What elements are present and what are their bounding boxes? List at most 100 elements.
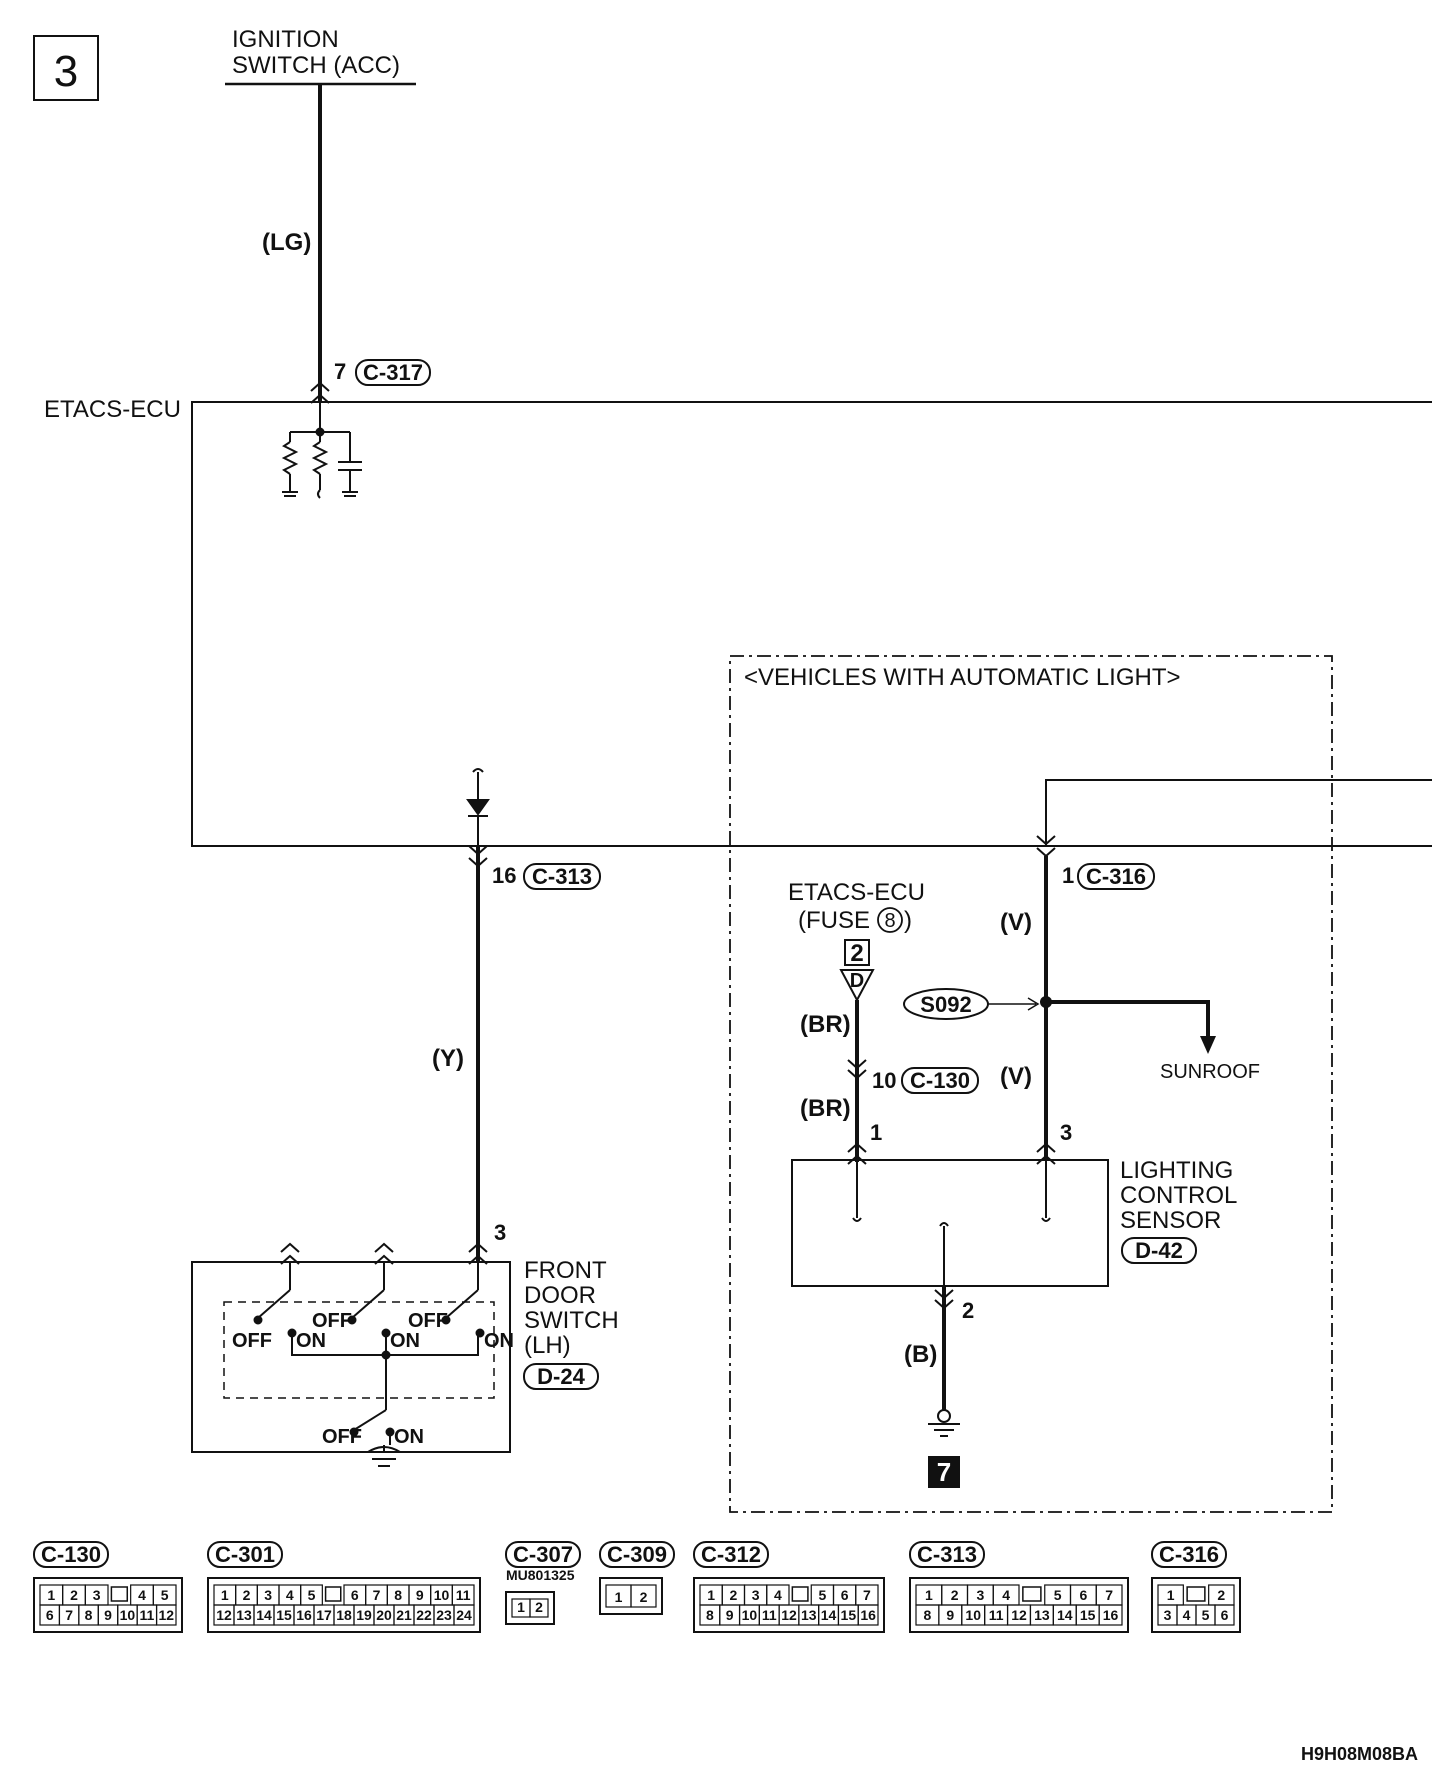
connector-view-label: C-130 bbox=[41, 1542, 101, 1567]
fuse-num: 8 bbox=[884, 910, 895, 932]
connector-pin: 2 bbox=[243, 1587, 251, 1603]
connector-view-label: C-301 bbox=[215, 1542, 275, 1567]
connector-pin: 15 bbox=[841, 1607, 857, 1623]
sensor-internal bbox=[852, 1160, 1051, 1286]
connector-pin: 2 bbox=[951, 1587, 959, 1603]
connector-view-label: C-316 bbox=[1159, 1542, 1219, 1567]
c130-pin: 10 bbox=[872, 1068, 896, 1093]
door-on-1: ON bbox=[296, 1330, 326, 1352]
connector-key bbox=[1022, 1586, 1042, 1602]
connector-pin: 3 bbox=[976, 1587, 984, 1603]
door-on-2: ON bbox=[390, 1330, 420, 1352]
wire-br-label-2: (BR) bbox=[800, 1095, 851, 1122]
connector-pin: 9 bbox=[416, 1587, 424, 1603]
connector-pin: 10 bbox=[120, 1607, 136, 1623]
connector-pin: 13 bbox=[801, 1607, 817, 1623]
fuse-num-circle bbox=[877, 907, 903, 933]
connector-pin: 22 bbox=[416, 1607, 432, 1623]
connector-pin: 2 bbox=[70, 1587, 78, 1603]
auto-light-label: <VEHICLES WITH AUTOMATIC LIGHT> bbox=[744, 664, 1181, 691]
connector-pin: 16 bbox=[1103, 1607, 1119, 1623]
c317-box bbox=[355, 359, 431, 386]
connector-pin: 12 bbox=[1011, 1607, 1027, 1623]
wire-v-label-2: (V) bbox=[1000, 1063, 1032, 1090]
connector-pin: 9 bbox=[104, 1607, 112, 1623]
connector-view-label-box bbox=[909, 1541, 985, 1568]
connector-pin: 16 bbox=[860, 1607, 876, 1623]
door-off-4: OFF bbox=[322, 1426, 362, 1448]
connector-pin-cell bbox=[155, 1604, 177, 1626]
fuse-label-2a: (FUSE bbox=[798, 907, 870, 934]
figure-code: H9H08M08BA bbox=[1301, 1744, 1418, 1764]
ground-ref: 7 bbox=[937, 1457, 951, 1487]
c317-chevron bbox=[310, 381, 330, 404]
wire-br-label-1: (BR) bbox=[800, 1011, 851, 1038]
connector-pin: 6 bbox=[351, 1587, 359, 1603]
c313-label: C-313 bbox=[532, 864, 592, 889]
connector-view-label-box bbox=[599, 1541, 675, 1568]
connector-pin: 17 bbox=[316, 1607, 332, 1623]
connector-pin: 23 bbox=[436, 1607, 452, 1623]
connector-pin: 15 bbox=[276, 1607, 292, 1623]
connector-pin: 20 bbox=[376, 1607, 392, 1623]
lighting-control-sensor-box bbox=[791, 1159, 1109, 1287]
ecu-outline bbox=[191, 401, 1432, 847]
fuse-box-num-text: 2 bbox=[850, 940, 863, 967]
door-on-4: ON bbox=[394, 1426, 424, 1448]
wire-v-label-1: (V) bbox=[1000, 909, 1032, 936]
connector-view-label-box bbox=[505, 1541, 581, 1568]
connector-pin: 14 bbox=[1057, 1607, 1073, 1623]
sunroof-arrow bbox=[1200, 1036, 1216, 1054]
ground-ref-box bbox=[928, 1456, 960, 1488]
connector-pin: 2 bbox=[640, 1589, 648, 1605]
door-switch-label-3: SWITCH bbox=[524, 1307, 619, 1334]
connector-pin: 4 bbox=[1002, 1587, 1010, 1603]
connector-pin: 12 bbox=[216, 1607, 232, 1623]
sensor-pin-2: 2 bbox=[962, 1298, 974, 1323]
connector-pin: 3 bbox=[1164, 1607, 1172, 1623]
door-switch-label-4: (LH) bbox=[524, 1332, 571, 1359]
connector-pin: 1 bbox=[707, 1587, 715, 1603]
door-off-1: OFF bbox=[232, 1330, 272, 1352]
connector-pin: 6 bbox=[841, 1587, 849, 1603]
connector-view-frame bbox=[599, 1577, 663, 1615]
connector-part-number: MU801325 bbox=[506, 1567, 575, 1583]
ignition-switch-label-1: IGNITION bbox=[232, 26, 339, 53]
c317-label: C-317 bbox=[363, 360, 423, 385]
fuse-tri-letter: D bbox=[850, 970, 864, 992]
connector-pin: 1 bbox=[615, 1589, 623, 1605]
sensor-chevrons bbox=[847, 1142, 1056, 1165]
connector-view-label-box bbox=[1151, 1541, 1227, 1568]
ground-symbol bbox=[928, 1409, 960, 1437]
connector-pin: 4 bbox=[138, 1587, 146, 1603]
s092-label: S092 bbox=[920, 992, 971, 1017]
door-switch-label-2: DOOR bbox=[524, 1282, 596, 1309]
c316-label: C-316 bbox=[1086, 864, 1146, 889]
connector-pin: 4 bbox=[286, 1587, 294, 1603]
connector-pin-cell bbox=[857, 1604, 879, 1626]
connector-view-label: C-312 bbox=[701, 1542, 761, 1567]
connector-pin: 5 bbox=[308, 1587, 316, 1603]
door-switch-contacts bbox=[253, 1242, 485, 1467]
connector-pin: 11 bbox=[989, 1607, 1004, 1623]
auto-light-region bbox=[729, 655, 1333, 1513]
connector-key bbox=[110, 1586, 129, 1602]
ecu-input-circuit bbox=[281, 402, 362, 499]
wire-lg-label: (LG) bbox=[262, 229, 311, 256]
ecu-label: ETACS-ECU bbox=[44, 396, 181, 423]
connector-pin: 7 bbox=[373, 1587, 381, 1603]
connector-pin: 8 bbox=[85, 1607, 93, 1623]
wire-v-ecu-internal bbox=[1045, 779, 1432, 846]
connector-pin-cell bbox=[630, 1584, 657, 1608]
connector-key bbox=[324, 1586, 342, 1602]
d24-box bbox=[523, 1363, 599, 1390]
page-number-box bbox=[33, 35, 99, 101]
door-pin: 3 bbox=[494, 1220, 506, 1245]
c313-pin: 16 bbox=[492, 863, 516, 888]
